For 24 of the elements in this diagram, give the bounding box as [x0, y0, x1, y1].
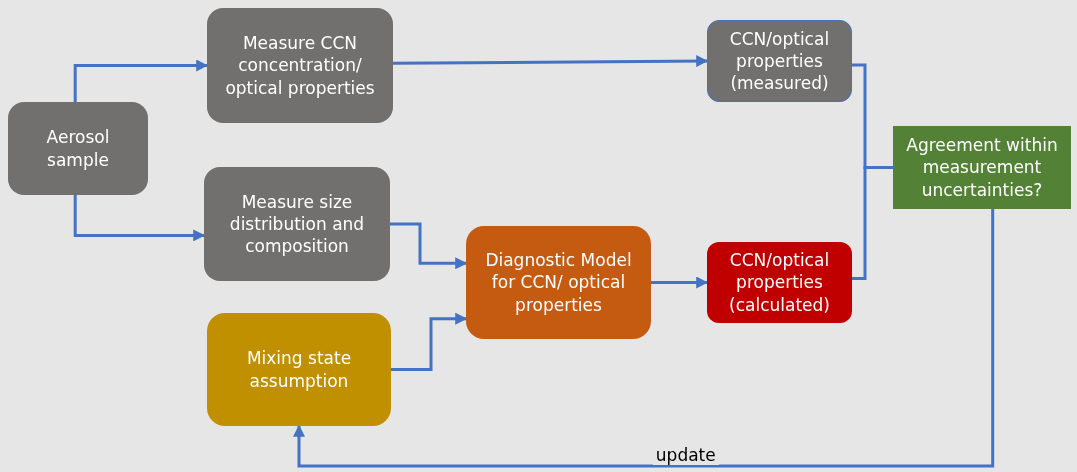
process-box — [466, 226, 651, 339]
edge-label: update — [652, 446, 719, 465]
result-box — [707, 242, 852, 323]
node-label: Mixing state assumption — [245, 347, 353, 392]
arrow — [393, 55, 709, 68]
decision-box — [893, 126, 1071, 209]
arrow — [391, 312, 468, 371]
arrow — [390, 222, 468, 270]
arrow — [649, 276, 709, 289]
arrow — [73, 195, 206, 242]
node-label: Measure CCN concentration/ optical properties — [224, 32, 376, 99]
process-box — [207, 8, 393, 123]
process-box — [204, 167, 390, 281]
node-label: CCN/optical properties (calculated) — [728, 249, 831, 316]
result-box — [707, 20, 852, 102]
arrow — [73, 59, 209, 102]
node-label: CCN/optical properties (measured) — [728, 27, 831, 95]
arrow — [293, 209, 995, 468]
process-box — [207, 313, 391, 426]
node-label: Agreement within measurement uncertainties? — [905, 134, 1059, 201]
node-label: Aerosol sample — [45, 126, 111, 171]
node-label: Diagnostic Model for CCN/ optical properties — [484, 249, 633, 316]
node-label: Measure size distribution and composition — [228, 190, 366, 258]
process-box — [8, 102, 148, 195]
